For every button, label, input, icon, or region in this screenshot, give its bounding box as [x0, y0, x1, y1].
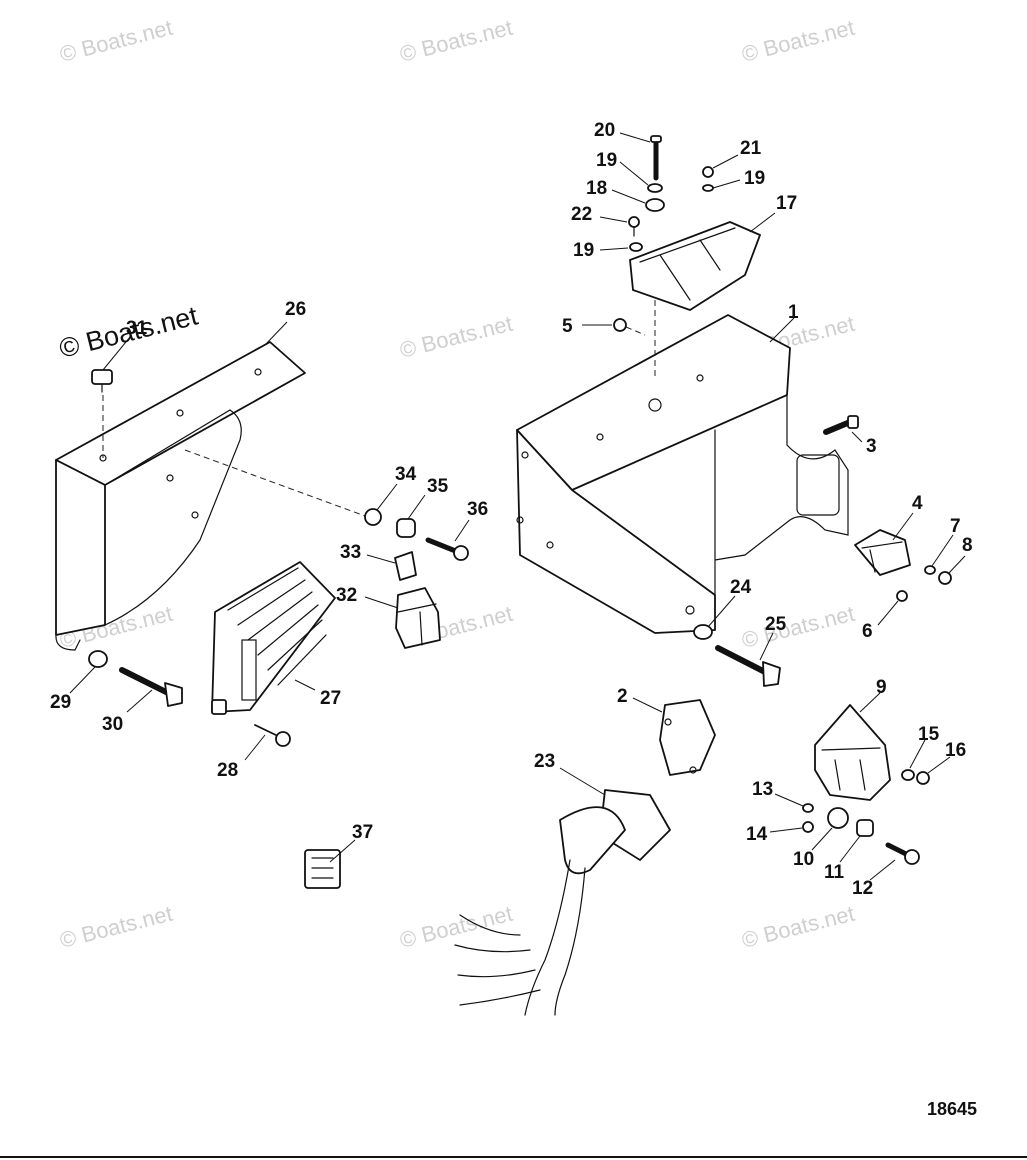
watermark: © Boats.net — [397, 15, 515, 67]
callout-4: 4 — [912, 493, 923, 514]
callout-32: 32 — [336, 585, 357, 606]
callout-17: 17 — [776, 193, 797, 214]
screw-6 — [896, 590, 908, 602]
washer-29 — [88, 650, 108, 668]
watermark: © Boats.net — [739, 601, 857, 653]
callout-8: 8 — [962, 535, 973, 556]
callout-6: 6 — [862, 621, 873, 642]
callout-26: 26 — [285, 299, 306, 320]
callout-35: 35 — [427, 476, 449, 497]
callout-14: 14 — [746, 824, 768, 845]
callout-30: 30 — [102, 714, 123, 735]
flange-2 — [659, 699, 716, 776]
washer-19c — [629, 242, 643, 252]
callout-18: 18 — [586, 178, 607, 199]
callout-19-top: 19 — [596, 150, 617, 171]
bolt-30 — [119, 667, 183, 707]
callout-13: 13 — [752, 779, 773, 800]
callout-2: 2 — [617, 686, 628, 707]
relay-32 — [395, 587, 441, 649]
washer-15 — [901, 769, 915, 781]
leader-lines — [69, 132, 966, 881]
nut-21 — [702, 166, 714, 178]
callout-9: 9 — [876, 677, 887, 698]
grommet-10 — [827, 807, 849, 829]
bolt-25 — [715, 645, 781, 687]
fuse-37 — [304, 849, 341, 889]
nut-16 — [916, 771, 930, 785]
harness-23 — [454, 789, 671, 1016]
callout-15: 15 — [918, 724, 940, 745]
clip-33 — [394, 551, 417, 581]
left-bracket-26 — [55, 341, 366, 651]
callout-37: 37 — [352, 822, 373, 843]
callout-28: 28 — [217, 760, 238, 781]
terminal-block-17 — [629, 221, 761, 311]
clip-31 — [91, 369, 113, 393]
callout-29: 29 — [50, 692, 71, 713]
callout-10: 10 — [793, 849, 814, 870]
bottom-rule — [0, 1156, 1027, 1158]
callouts: 1 2 3 4 5 6 7 8 9 10 11 12 13 14 15 16 1… — [50, 120, 973, 899]
bushing-11 — [856, 819, 874, 837]
callout-19-left: 19 — [573, 240, 594, 261]
callout-19-right: 19 — [744, 168, 765, 189]
washer-24 — [693, 624, 713, 640]
screw-22 — [628, 216, 640, 237]
callout-24: 24 — [730, 577, 752, 598]
callout-25: 25 — [765, 614, 787, 635]
main-bracket-1 — [516, 300, 849, 634]
callout-20: 20 — [594, 120, 615, 141]
screw-20 — [650, 135, 662, 181]
callout-33: 33 — [340, 542, 361, 563]
watermark: © Boats.net — [57, 901, 175, 953]
screw-5 — [613, 318, 646, 336]
watermark: © Boats.net — [57, 15, 175, 67]
nut-34 — [364, 508, 382, 526]
watermark: © Boats.net — [739, 15, 857, 67]
callout-23: 23 — [534, 751, 555, 772]
bolt-12 — [885, 842, 920, 865]
screw-28 — [254, 724, 291, 747]
callout-36: 36 — [467, 499, 488, 520]
callout-27: 27 — [320, 688, 341, 709]
washer-19a — [647, 183, 663, 193]
watermark: © Boats.net — [739, 901, 857, 953]
grommet-35 — [396, 518, 416, 538]
bolt-3 — [823, 415, 859, 435]
callout-22: 22 — [571, 204, 592, 225]
screw-36 — [425, 537, 469, 561]
watermark: © Boats.net — [397, 311, 515, 363]
module-27 — [211, 561, 336, 715]
spacer-18 — [645, 198, 665, 212]
callout-34: 34 — [395, 464, 417, 485]
callout-1: 1 — [788, 302, 799, 323]
figure-number: 18645 — [927, 1099, 977, 1119]
callout-5: 5 — [562, 316, 573, 337]
nut-14 — [802, 821, 814, 833]
washer-7 — [924, 565, 936, 575]
nut-8 — [938, 571, 952, 585]
callout-7: 7 — [950, 516, 961, 537]
callout-12: 12 — [852, 878, 873, 899]
callout-21: 21 — [740, 138, 762, 159]
washer-13 — [802, 803, 814, 813]
washer-19b — [702, 184, 714, 192]
callout-3: 3 — [866, 436, 877, 457]
switch-9 — [814, 704, 891, 801]
callout-31: 31 — [126, 318, 148, 339]
callout-16: 16 — [945, 740, 966, 761]
connector-4 — [854, 529, 911, 576]
callout-11: 11 — [824, 862, 845, 883]
